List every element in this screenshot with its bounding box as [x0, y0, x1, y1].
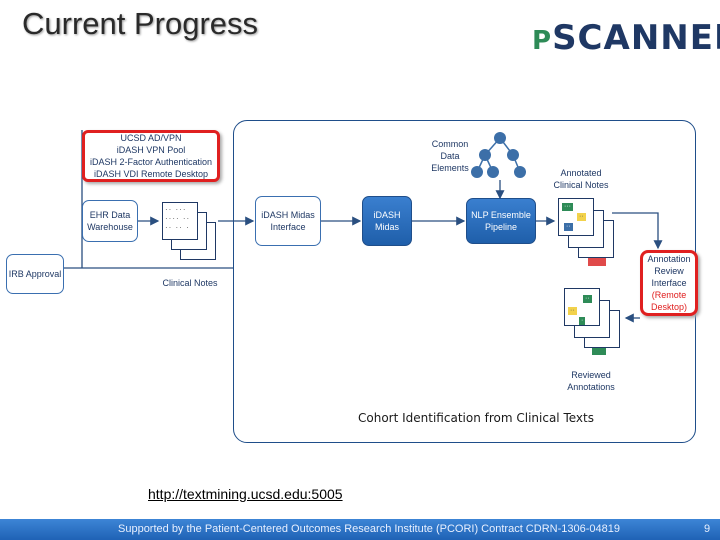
slide-title: Current Progress: [22, 6, 259, 41]
ucsd-line-3: iDASH 2-Factor Authentication: [89, 157, 213, 167]
ucsd-line-4: iDASH VDI Remote Desktop: [93, 169, 209, 179]
midas-box: iDASH Midas: [362, 196, 412, 246]
nlp-box: NLP Ensemble Pipeline: [466, 198, 536, 244]
tree-icon: [471, 132, 526, 178]
cohort-title: Cohort Identification from Clinical Text…: [358, 411, 594, 425]
page-number: 9: [704, 523, 711, 535]
annotation-review-label: Annotation Review Interface: [647, 254, 691, 288]
nlp-label: NLP Ensemble Pipeline: [471, 210, 531, 232]
annotated-arrow: [612, 212, 663, 250]
remote-desktop-label: (Remote Desktop): [650, 290, 687, 312]
pscanner-logo: PSCANNER: [532, 18, 720, 58]
reviewed-doc-1: ·· ·· ·: [564, 288, 600, 326]
reviewed-doc-highlight: [592, 348, 606, 355]
ucsd-line-2: iDASH VPN Pool: [116, 145, 186, 155]
annotation-review-box: Annotation Review Interface (Remote Desk…: [640, 250, 698, 316]
annotated-label: Annotated Clinical Notes: [553, 168, 609, 190]
midas-interface-label: iDASH Midas Interface: [261, 210, 315, 232]
ehr-label: EHR Data Warehouse: [87, 210, 133, 232]
annotated-doc-1: ··· ·· ··: [558, 198, 594, 236]
logo-rest: SCANNER: [552, 18, 720, 58]
ehr-box: EHR Data Warehouse: [82, 200, 138, 242]
midas-interface-box: iDASH Midas Interface: [255, 196, 321, 246]
ucsd-line-1: UCSD AD/VPN: [120, 133, 182, 143]
clinical-notes-label: Clinical Notes: [162, 278, 218, 288]
footer-bar: Supported by the Patient-Centered Outcom…: [0, 519, 720, 540]
reviewed-label: Reviewed Annotations: [567, 370, 615, 392]
logo-prefix: P: [532, 26, 553, 56]
common-data-label: Common Data Elements: [431, 139, 469, 173]
annotated-doc-highlight: [588, 258, 606, 266]
textmining-link[interactable]: http://textmining.ucsd.edu:5005: [148, 486, 343, 502]
ucsd-access-box: UCSD AD/VPN iDASH VPN Pool iDASH 2-Facto…: [82, 130, 220, 182]
irb-label: IRB Approval: [8, 269, 62, 279]
clinical-doc-1: ·· ······· ···· ·· ·: [162, 202, 198, 240]
midas-label: iDASH Midas: [373, 210, 401, 232]
irb-box: IRB Approval: [6, 254, 64, 294]
footer-support-text: Supported by the Patient-Centered Outcom…: [118, 523, 620, 535]
